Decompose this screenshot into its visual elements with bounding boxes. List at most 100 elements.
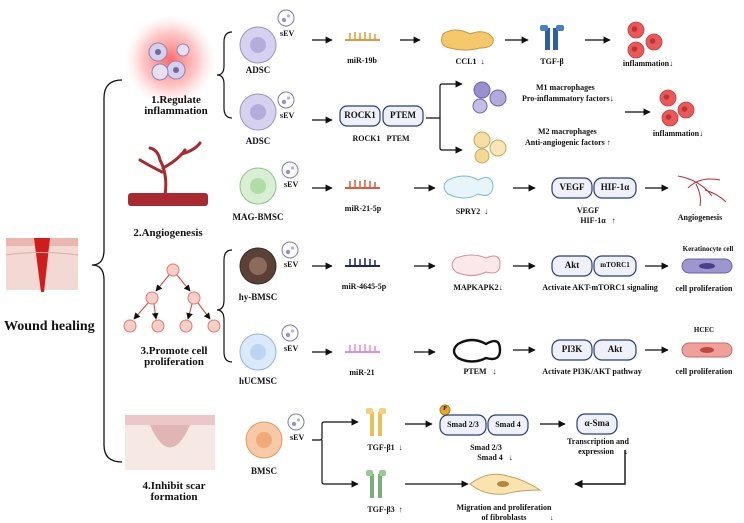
section-title-3: 3.Promote cell proliferation: [140, 345, 208, 368]
r6-smad-p-label: P: [443, 406, 447, 412]
r4-outcome-label: cell proliferation: [675, 284, 733, 293]
r3-factor1-box-label: VEGF: [559, 182, 585, 192]
r5-target-down-arrow: ↓: [492, 367, 497, 376]
r1-target-down-arrow: ↓: [480, 57, 485, 66]
row-6-shapes: [245, 404, 626, 498]
r4-kinase1-box-label: Akt: [564, 260, 580, 270]
section-title-3-wrap: 3.Promote cell proliferation: [119, 346, 229, 368]
main-brace: [91, 79, 123, 463]
r5-kinase1-box-label: PI3K: [561, 344, 583, 354]
r2-kinase1-box-label: ROCK1: [344, 110, 376, 120]
r3-factor-caption2-text: HIF-1α: [580, 216, 606, 225]
scar-skin-icon: [125, 415, 215, 470]
r5-cell-type-label: HCEC: [693, 326, 715, 334]
r6-outcome-down-arrow: ↓: [550, 514, 554, 522]
r3-target-label: SPRY2 ↓: [456, 208, 489, 216]
r2-m1-title: M1 macrophages: [536, 83, 595, 92]
section-title-1a: 1.Regulate inflammation: [126, 95, 226, 117]
r1-outcome-down-arrow: ↓: [669, 59, 674, 68]
r6-receptor2-text: TGF-β3: [367, 505, 395, 514]
r5-pathway-label: Activate PI3K/AKT pathway: [542, 367, 642, 376]
r6-marker-caption2: expression ↓: [578, 448, 628, 456]
r6-smad-caption2: Smad 4 ↓: [477, 454, 513, 462]
r6-marker-box-label: α-Sma: [584, 418, 610, 428]
r1-sev-label: sEV: [280, 29, 295, 38]
r2-outcome-down-arrow: ↓: [699, 129, 704, 138]
row-5-shapes: [239, 324, 733, 371]
r2-m2-factors: Anti-angiogenic factors ↑: [525, 139, 611, 147]
main-title: Wound healing: [4, 319, 95, 334]
r4-cell-type-label: Keratinocyte cell: [682, 245, 734, 253]
r4-target-label: MAPKAPK2↓: [453, 284, 502, 292]
r1-outcome-text: inflammation: [622, 59, 670, 68]
r5-kinase2-box-label: Akt: [607, 344, 623, 354]
r1-target-text: CCL1: [455, 57, 477, 66]
r2-sev-label: sEV: [280, 111, 295, 120]
r6-receptor1-label: TGF-β1 ↓: [367, 444, 402, 452]
section-title-1: 1.Regulate inflammation: [144, 94, 208, 117]
r3-factor-up-arrow: ↑: [611, 216, 616, 225]
r5-target-text: PTEM: [463, 367, 487, 376]
r6-sev-label: sEV: [290, 433, 305, 442]
r6-outcome1-label: Migration and proliferation: [456, 503, 552, 512]
r4-sev-label: sEV: [284, 260, 299, 269]
section-title-4: 4.Inhibit scar formation: [142, 480, 206, 503]
r3-target-down-arrow: ↓: [484, 207, 489, 216]
r5-target-label: PTEM ↓: [463, 368, 496, 376]
r6-receptor2-up-arrow: ↑: [398, 505, 403, 514]
wound-skin-illustration: [5, 238, 79, 292]
r6-smad2-box-label: Smad 4: [495, 420, 521, 429]
r4-pathway-label: Activate AKT-mTORC1 signaling: [542, 283, 658, 292]
r1-target-label: CCL1 ↓: [456, 58, 485, 66]
r1-mirna-label: miR-19b: [347, 56, 377, 65]
r2-cell-label: ADSC: [245, 136, 271, 146]
r1-receptor-label: TGF-β: [540, 57, 564, 66]
r2-kinase2-box-label: PTEM: [390, 110, 416, 120]
r3-outcome-label: Angiogenesis: [677, 213, 723, 222]
r6-smad-down-arrow: ↓: [508, 453, 513, 462]
r6-receptor1-text: TGF-β1: [367, 443, 395, 452]
r2-m1-factors: Pro-inflammatory factors↓: [522, 95, 614, 103]
cell-division-icon: [123, 263, 221, 333]
brace-section-3: [216, 249, 233, 363]
r3-factor-caption2: HIF-1α ↑: [580, 217, 615, 225]
r6-receptor1-down-arrow: ↓: [398, 443, 403, 452]
r4-mirna-label: miR-4645-5p: [341, 282, 387, 291]
r5-cell-label: hUCMSC: [238, 376, 278, 386]
r3-sev-label: sEV: [284, 180, 299, 189]
section-title-2: 2.Angiogenesis: [133, 227, 203, 239]
r3-factor2-box-label: HIF-1α: [600, 182, 630, 192]
r5-mirna-label: miR-21: [349, 368, 375, 377]
r6-marker-caption2-text: expression: [578, 447, 614, 456]
r3-factor-caption1: VEGF: [576, 206, 600, 215]
r2-m1-factors-text: Pro-inflammatory factors: [522, 94, 610, 103]
r4-kinase2-box-label: mTORC1: [600, 261, 630, 269]
r6-smad1-box-label: Smad 2/3: [447, 420, 479, 429]
r6-outcome2-label: of fibroblasts: [481, 513, 527, 522]
brace-section-1: [216, 31, 233, 119]
r2-m2-up-arrow: ↑: [606, 138, 611, 147]
row-3-shapes: [239, 161, 727, 207]
row-4-shapes: [239, 241, 733, 285]
r3-cell-label: MAG-BMSC: [232, 212, 284, 222]
r6-smad-caption2-text: Smad 4: [477, 453, 503, 462]
r2-m1-down-arrow: ↓: [609, 94, 614, 103]
inflammation-cells-icon: [125, 15, 215, 105]
section-title-4-wrap: 4.Inhibit scar formation: [124, 481, 224, 503]
r5-sev-label: sEV: [284, 344, 299, 353]
r6-marker-caption1: Transcription and: [567, 437, 629, 446]
row-2-shapes: [239, 80, 695, 164]
r3-mirna-label: miR-21-5p: [344, 204, 382, 213]
r5-outcome-label: cell proliferation: [675, 367, 733, 376]
r2-outcome-label: inflammation↓: [653, 130, 703, 138]
r4-cell-label: hy-BMSC: [238, 292, 278, 302]
r2-m2-title: M2 macrophages: [538, 127, 597, 136]
row-1-shapes: [239, 9, 663, 64]
r6-smad-caption1: Smad 2/3: [470, 443, 502, 452]
r2-outcome-text: inflammation: [652, 129, 700, 138]
r6-receptor2-label: TGF-β3 ↑: [367, 506, 402, 514]
r1-outcome-label: inflammation↓: [623, 60, 673, 68]
blood-vessel-icon: [128, 141, 208, 206]
r2-m2-factors-text: Anti-angiogenic factors: [525, 138, 605, 147]
